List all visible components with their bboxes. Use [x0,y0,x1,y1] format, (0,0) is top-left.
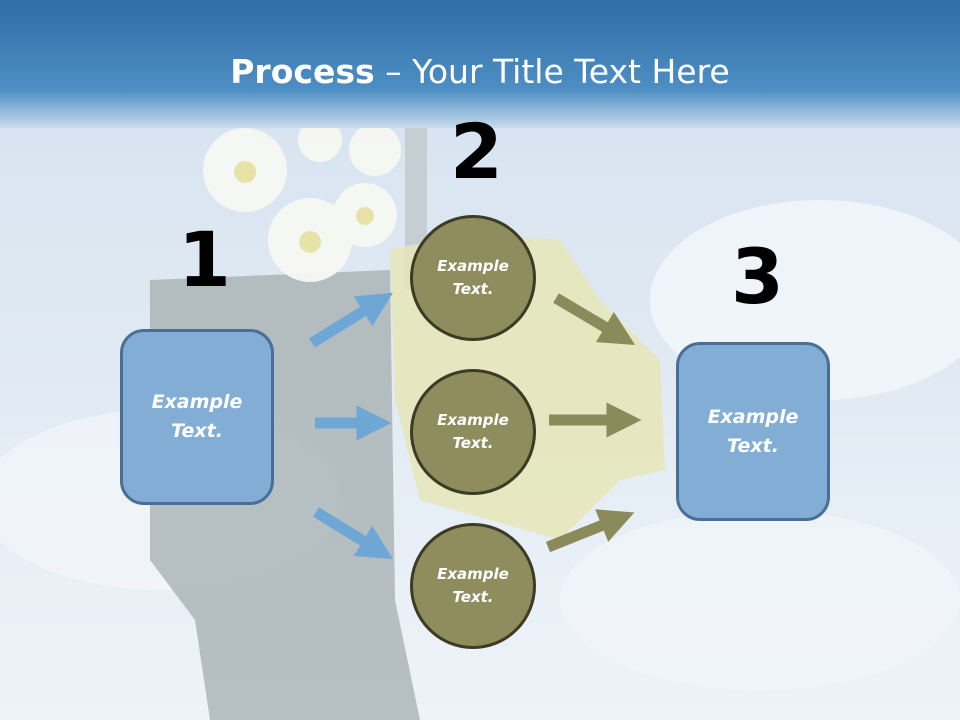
step-number-3: 3 [731,232,784,321]
step-number-1: 1 [178,215,231,304]
input-box: Example Text. [120,329,274,505]
title-bold: Process [230,52,375,91]
step-number-2: 2 [450,107,503,196]
output-box-text: Example Text. [707,405,799,457]
arrow-from-circle-1 [553,293,636,345]
title-rest: – Your Title Text Here [374,52,730,91]
process-circle-3: Example Text. [410,523,536,649]
arrow-to-circle-1 [309,292,393,348]
process-circle-2: Example Text. [410,369,536,495]
circle-2-text: Example Text. [437,411,509,452]
process-circle-1: Example Text. [410,215,536,341]
circle-1-text: Example Text. [437,257,509,298]
input-box-text: Example Text. [151,391,243,442]
arrow-to-circle-3 [313,507,394,560]
slide-title: Process – Your Title Text Here [0,52,960,91]
circle-3-text: Example Text. [437,565,509,606]
arrow-from-circle-3 [545,509,635,553]
output-box: Example Text. [676,342,830,521]
